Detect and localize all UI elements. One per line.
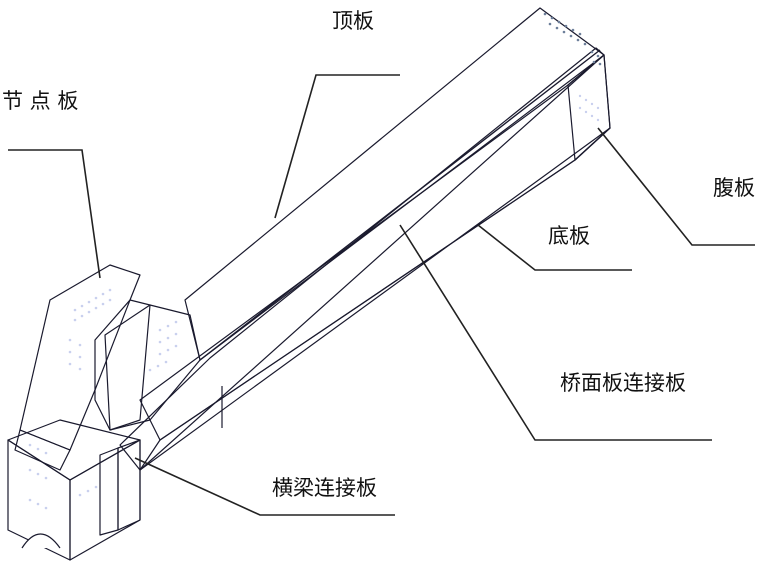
label-deck-connecting-plate: 桥面板连接板	[560, 371, 686, 395]
leader-node-plate	[8, 149, 101, 279]
deck-connecting-plate-ridge	[199, 49, 601, 361]
leader-lines	[8, 74, 755, 516]
node-inner-plate	[94, 299, 151, 431]
leader-bottom-plate	[477, 224, 632, 271]
node-plate-assembly	[7, 264, 201, 561]
node-base-front	[69, 439, 141, 561]
deck-connecting-plate-face	[119, 47, 605, 471]
leader-deck-connecting-plate	[399, 224, 712, 441]
label-bottom-plate: 底板	[548, 224, 590, 248]
label-node-plate: 节 点 板	[2, 89, 78, 113]
leader-top-plate	[274, 74, 400, 219]
node-base-cutout	[21, 533, 61, 549]
web-end-bolt-holes	[578, 94, 600, 122]
crossbeam-connecting-plate-face	[117, 439, 141, 531]
top-plate-bolt-holes	[543, 12, 602, 66]
girder-bottom-side	[139, 127, 611, 471]
node-gusset-right	[104, 304, 201, 431]
node-base-flange	[7, 419, 141, 481]
crossbeam-stub-side	[99, 447, 119, 536]
leader-crossbeam-connecting-plate	[134, 457, 395, 516]
main-girder	[119, 7, 611, 471]
node-plate-bolt-holes	[28, 288, 178, 510]
label-top-plate: 顶板	[332, 9, 374, 33]
leader-web-plate	[597, 127, 755, 246]
node-gusset-left-edge	[14, 429, 71, 471]
label-crossbeam-connecting-plate: 横梁连接板	[272, 476, 377, 500]
label-web-plate: 腹板	[713, 176, 755, 200]
top-plate-face	[184, 7, 605, 361]
